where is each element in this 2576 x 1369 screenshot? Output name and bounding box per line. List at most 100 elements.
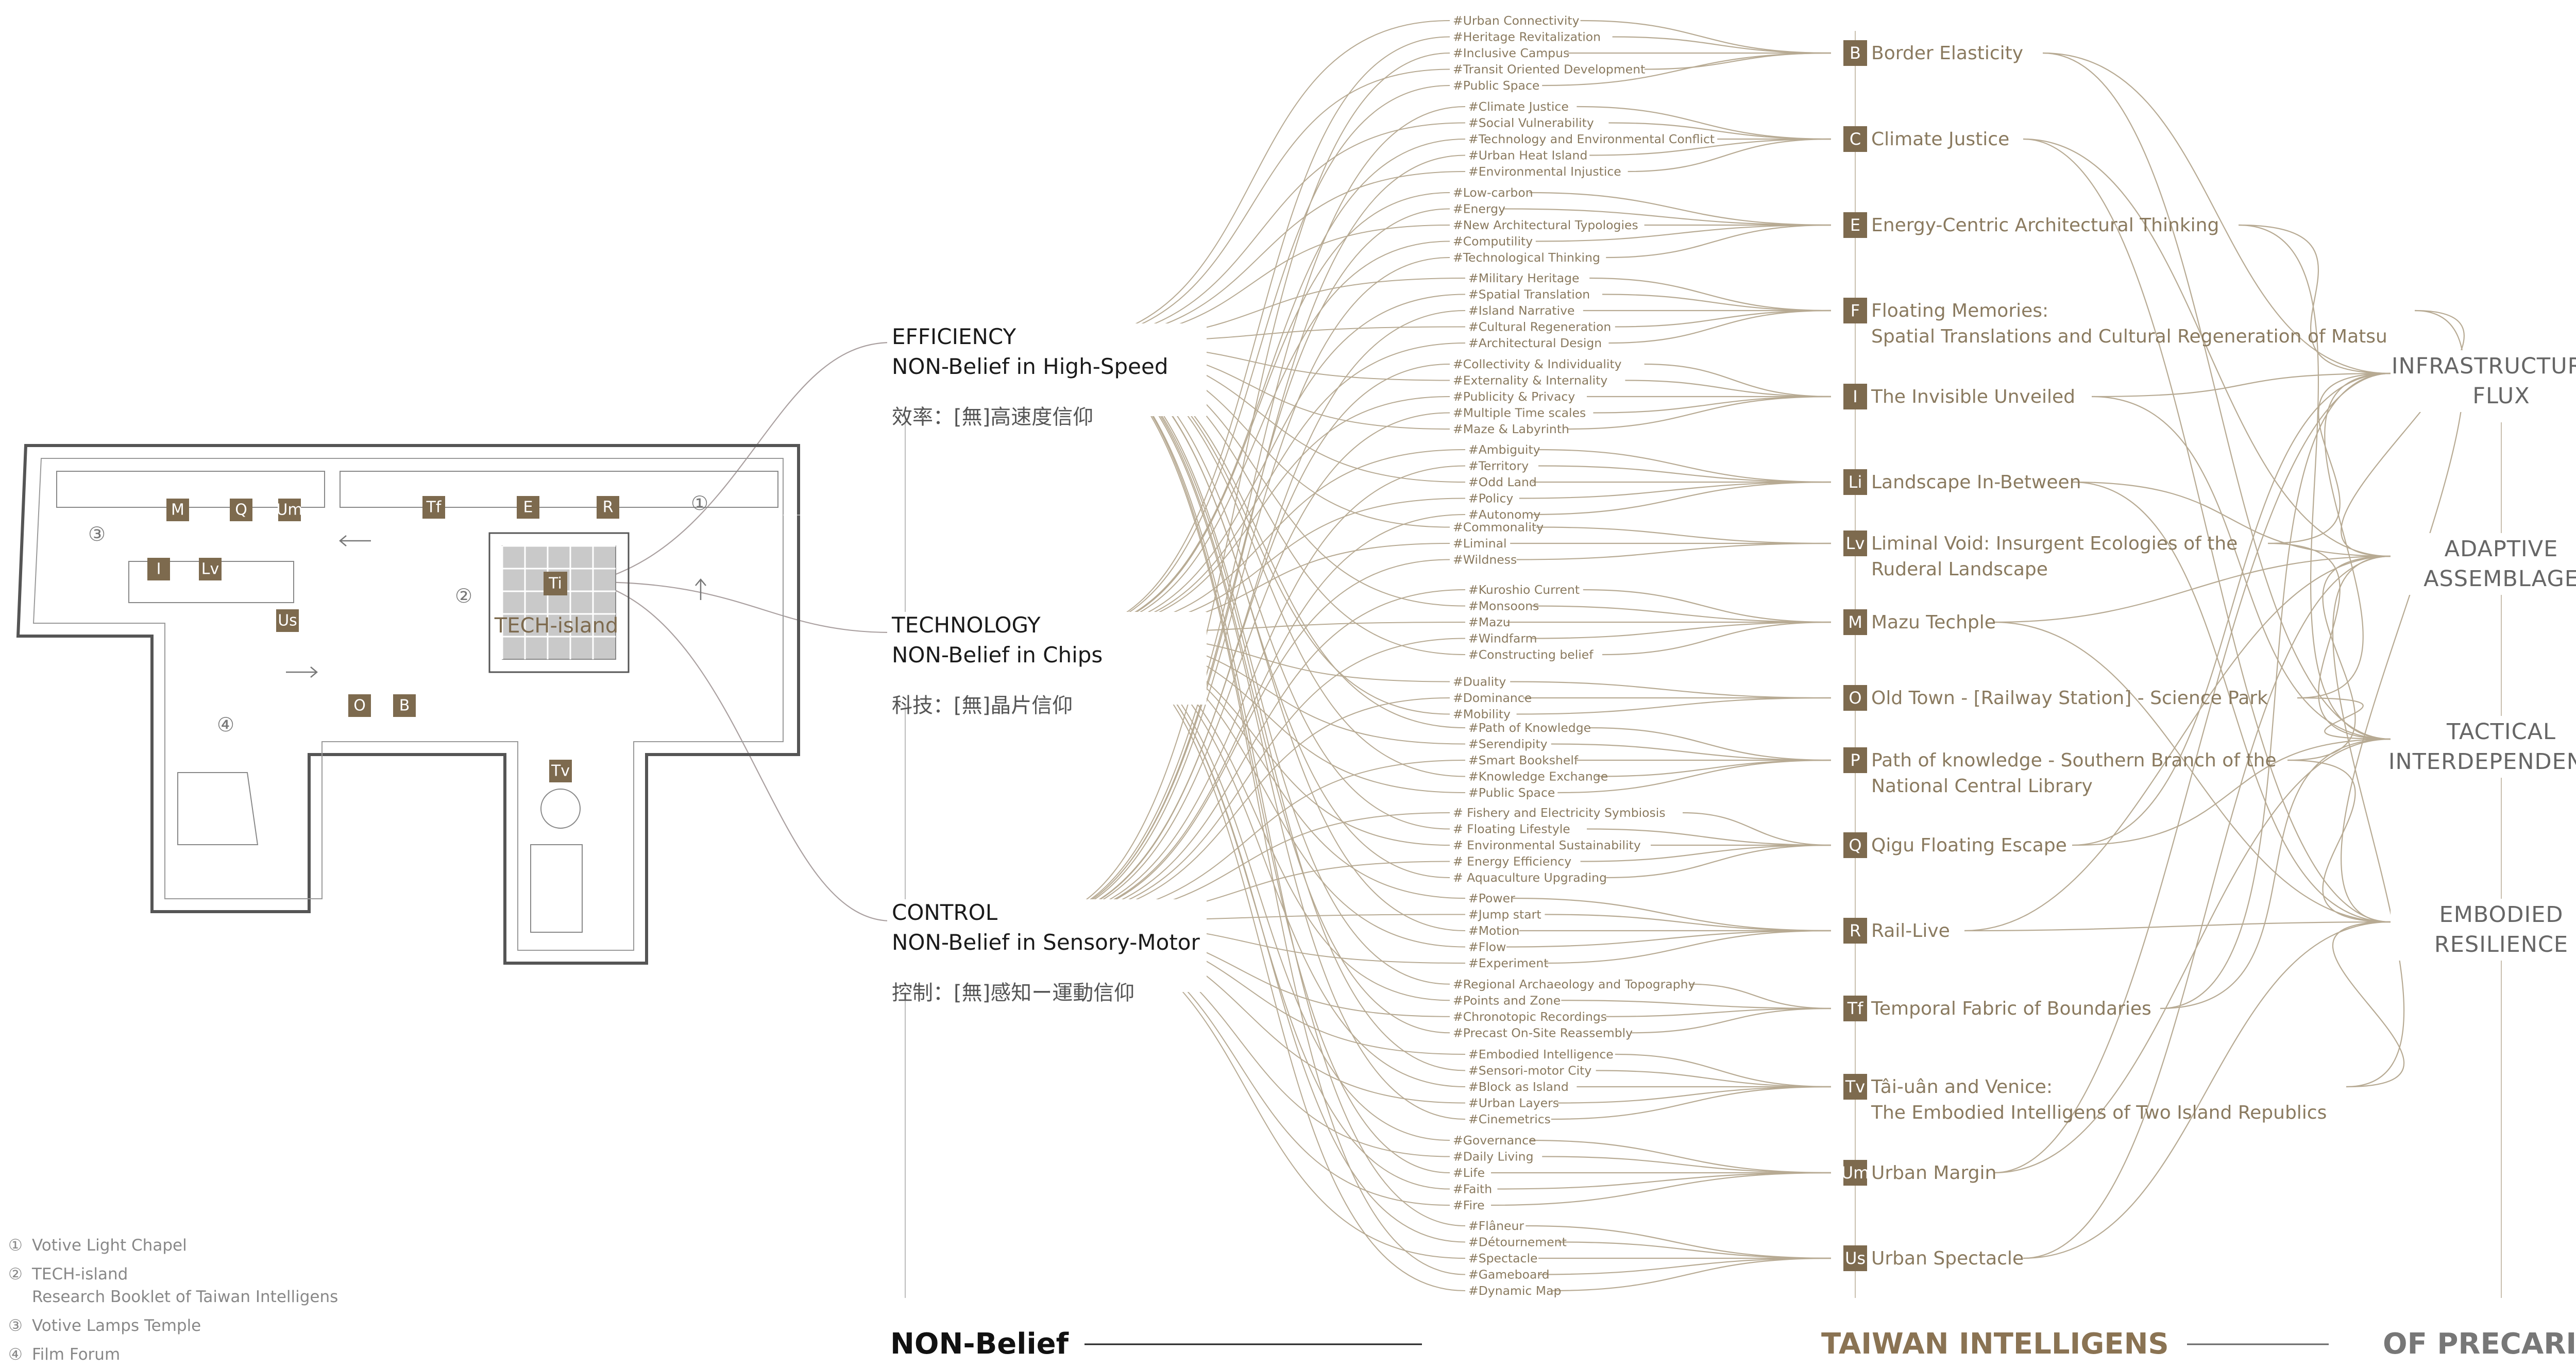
belief-tag-link [1050,69,1450,343]
tag-label: #Wildness [1453,553,1517,567]
plan-room-mark: ① [691,492,708,515]
belief-technology-subtitle: NON-Belief in Chips [892,642,1103,668]
project-title-B: Border Elasticity [1871,43,2023,64]
tag-label: #Low-carbon [1453,185,1533,200]
tag-project-link [1542,52,1832,87]
footer-titles: NON-Belief TAIWAN INTELLIGENS OF PRECARI… [890,1327,2576,1361]
tag-label: #Public Space [1453,78,1539,93]
tag-project-link [1593,396,1832,414]
belief-bg [887,323,1207,416]
tag-project-link [1551,1086,1832,1120]
plan-room-mark: ② [455,585,472,607]
tag-label: #Commonality [1453,520,1544,535]
footer-taiwan-intelligens: TAIWAN INTELLIGENS [1821,1327,2169,1361]
project-precarity-link [2160,372,2391,1009]
legend-item: TECH-island [31,1265,128,1284]
project-title-Lv: Liminal Void: Insurgent Ecologies of the [1871,533,2238,554]
plan-badge-code-Tv: Tv [551,762,570,780]
tag-label: #Flâneur [1468,1219,1524,1233]
tag-project-link [1608,310,1832,344]
project-code-P: P [1850,750,1860,770]
belief-tag-link [1050,122,1466,343]
plan-badge-I [147,558,170,580]
plan-outer-wall [16,444,800,965]
tag-label: #Motion [1468,923,1519,938]
plan-room-mark: ③ [88,523,106,545]
project-precarity-link [2160,738,2391,1009]
belief-control-title: CONTROL [892,900,998,925]
legend-item: Votive Lamps Temple [32,1316,201,1335]
project-precarity-link [2238,224,2391,374]
project-badge-M [1843,609,1867,635]
plan-badge-Us [276,609,299,632]
plan-round-table [540,789,581,829]
precarity-bg [2391,899,2576,961]
tag-label: #Policy [1468,491,1513,506]
tag-label: #Territory [1468,459,1529,473]
plan-badge-Tf [422,496,445,519]
plan-badge-R [597,496,619,519]
tag-project-link [1529,192,1832,226]
tag-label: #Path of Knowledge [1468,721,1591,735]
project-code-Us: Us [1845,1248,1866,1268]
belief-tag-link [1025,257,1450,921]
belief-tag-link [1061,139,1466,633]
project-code-Tf: Tf [1847,999,1864,1018]
project-precarity-link [1993,372,2391,1174]
tag-label: #Constructing belief [1468,647,1594,662]
plan-projector-zone [177,772,259,845]
tag-label: #New Architectural Typologies [1453,218,1638,232]
belief-tag-link [1061,632,1450,1141]
tag-project-link [1589,277,1832,312]
tag-label: #Spectacle [1468,1251,1537,1265]
project-badge-O [1843,685,1867,711]
project-precarity-link [2340,310,2465,557]
belief-tag-link [1050,171,1466,343]
project-title-O: Old Town - [Railway Station] - Science P… [1871,688,2268,709]
tag-project-link [1532,481,1832,516]
tag-project-link [1538,465,1832,483]
legend-item: Research Booklet of Taiwan Intelligens [32,1288,338,1306]
project-precarity-link [1964,555,2391,932]
tag-label: #Power [1468,891,1515,905]
project-badge-Li [1843,469,1867,495]
project-title-Q: Qigu Floating Escape [1871,835,2067,856]
project-precarity-link [1964,921,2391,932]
tag-label: #Gameboard [1468,1268,1550,1282]
project-precarity-link [1993,555,2391,623]
tag-project-link [1606,1007,1832,1017]
plan-badge-Lv [199,558,222,580]
precarity-bg [2391,533,2576,595]
project-badge-E [1843,212,1867,238]
project-precarity-link [2267,372,2391,544]
precarity-embodied: EMBODIED [2439,902,2564,928]
plan-badge-E [517,496,539,519]
belief-tag-link [1025,465,1466,921]
plan-badge-code-B: B [399,697,410,715]
plan-badge-code-Us: Us [278,612,297,630]
tag-project-link [1644,52,1832,70]
plan-room-mark: ④ [217,713,234,736]
belief-tag-link [1050,342,1466,1275]
belief-control-subtitle: NON-Belief in Sensory-Motor [892,930,1200,955]
tag-label: #Energy [1453,202,1505,216]
precarity-tactical: INTERDEPENDENCE [2388,749,2576,775]
tag-label: #Public Space [1468,785,1555,800]
plan-arrow-icon [339,535,371,546]
tag-label: #Ambiguity [1468,442,1540,457]
tag-project-link [1583,589,1832,623]
tag-label: #Maze & Labyrinth [1453,422,1569,436]
project-code-Tv: Tv [1845,1077,1865,1097]
tag-project-link [1545,914,1832,932]
project-title-Us: Urban Spectacle [1871,1248,2024,1269]
tag-project-link [1526,1225,1832,1259]
tag-project-link [1513,897,1832,932]
legend-mark: ② [8,1265,23,1284]
tag-project-link [1516,542,1832,560]
tag-label: #Experiment [1468,956,1548,970]
project-precarity-link [2023,138,2391,557]
project-badge-C [1843,126,1867,152]
plan-arrow-icon [695,578,706,600]
